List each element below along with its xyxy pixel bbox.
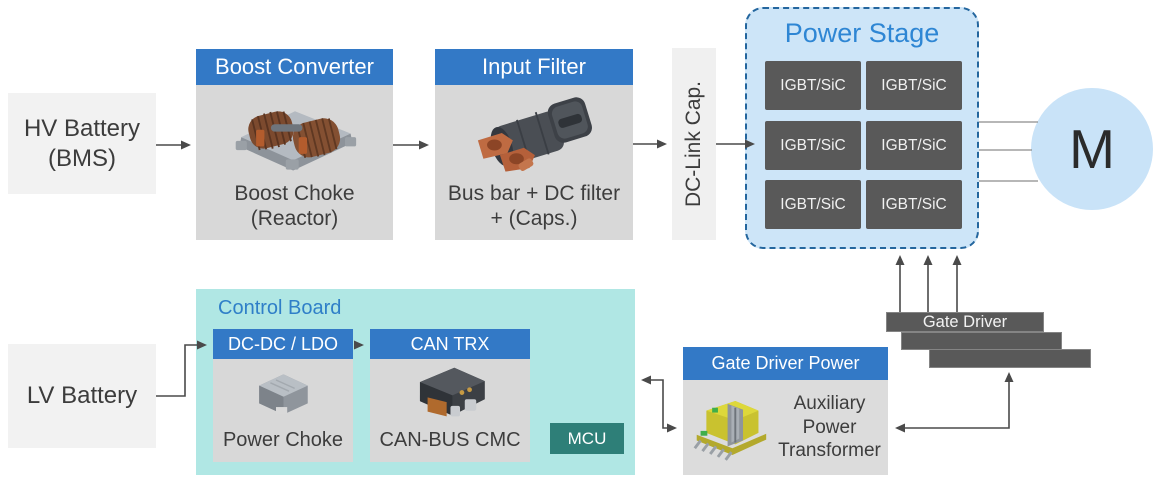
boost-choke-image-wrap [196,85,393,181]
boost-caption-line2: (Reactor) [250,206,339,230]
control-board-box: Control Board DC-DC / LDO Power Choke [196,289,635,475]
boost-choke-photo [235,110,356,171]
can-trx-header: CAN TRX [370,329,530,359]
gate-driver-power-caption: Auxiliary Power Transformer [771,392,888,463]
gdp-caption-line3: Transformer [778,440,881,462]
hv-battery-label-line1: HV Battery [23,114,141,142]
mcu-box: MCU [550,423,624,454]
gate-driver-board-2 [901,332,1062,350]
boost-converter-block: Boost Converter [196,49,393,240]
hv-battery-box: HV Battery (BMS) [8,93,156,194]
igbt-module: IGBT/SiC [765,61,861,110]
dc-link-cap-box: DC-Link Cap. [672,48,716,240]
connector-auxpower-gatedriver [895,372,1014,433]
power-choke-image-wrap [213,359,353,428]
gdp-caption-line1: Auxiliary [793,392,866,414]
mcu-label: MCU [567,428,607,448]
boost-converter-header: Boost Converter [196,49,393,85]
can-bus-cmc-image-wrap [370,359,530,428]
dcdc-ldo-body: Power Choke [213,359,353,462]
input-filter-caption: Bus bar + DC filter + (Caps.) [448,181,620,240]
motor-circle: M [1031,88,1153,210]
boost-converter-body: Boost Choke (Reactor) [196,85,393,240]
hv-battery-label-line2: (BMS) [48,144,116,172]
gdp-caption-line2: Power [802,416,857,438]
gate-driver-label: Gate Driver [922,312,1008,331]
bus-bar-dc-filter-photo [477,97,592,172]
power-stage-box: Power Stage IGBT/SiC IGBT/SiC IGBT/SiC I… [745,7,979,249]
igbt-module: IGBT/SiC [866,61,962,110]
input-filter-block: Input Filter [435,49,633,240]
gate-driver-board-3 [929,349,1091,368]
power-choke-photo [259,373,308,415]
connector-controlboard-gatedriverpower [641,375,677,433]
igbt-module: IGBT/SiC [765,180,861,229]
can-bus-cmc-photo [419,367,485,416]
can-trx-body: CAN-BUS CMC [370,359,530,462]
input-filter-caption-line1: Bus bar + DC filter [447,181,621,205]
lv-battery-box: LV Battery [8,344,156,448]
can-bus-cmc-caption: CAN-BUS CMC [379,429,521,451]
boost-converter-caption: Boost Choke (Reactor) [234,181,354,240]
power-stage-title: Power Stage [784,18,940,48]
gate-driver-power-body: Auxiliary Power Transformer [683,380,888,475]
input-filter-body: Bus bar + DC filter + (Caps.) [435,85,633,240]
lv-battery-label: LV Battery [26,382,138,409]
can-trx-block: CAN TRX CAN-BUS CMC [370,329,530,462]
igbt-module: IGBT/SiC [866,180,962,229]
gate-driver-board-1: Gate Driver [886,312,1044,332]
bus-bar-image-wrap [435,85,633,181]
gate-driver-power-header: Gate Driver Power [683,347,888,380]
dcdc-ldo-header: DC-DC / LDO [213,329,353,359]
motor-label: M [1069,118,1115,180]
igbt-module: IGBT/SiC [765,121,861,170]
gate-driver-power-block: Gate Driver Power Auxiliary Power [683,347,888,475]
igbt-module: IGBT/SiC [866,121,962,170]
auxiliary-power-transformer-photo [693,400,767,461]
input-filter-caption-line2: + (Caps.) [490,206,578,230]
boost-caption-line1: Boost Choke [234,181,355,205]
power-choke-caption: Power Choke [222,429,344,451]
control-board-title: Control Board [218,297,342,319]
dc-link-cap-label: DC-Link Cap. [682,80,706,208]
input-filter-header: Input Filter [435,49,633,85]
dcdc-ldo-block: DC-DC / LDO Power Choke [213,329,353,462]
